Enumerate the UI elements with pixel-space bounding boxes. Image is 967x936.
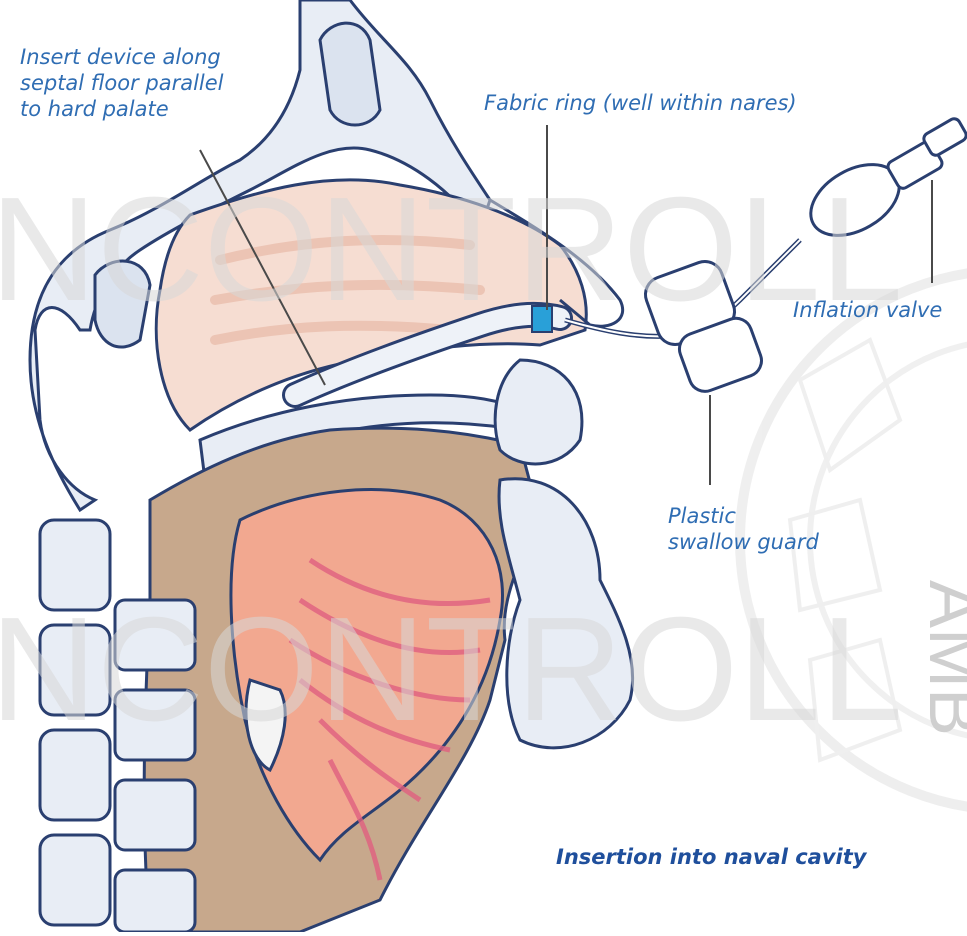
label-swallow-guard: Plastic swallow guard — [668, 503, 819, 555]
watermark-text-top: NCONTROLL — [0, 167, 903, 332]
label-fabric-ring: Fabric ring (well within nares) — [484, 90, 797, 116]
label-insert-device-line2: septal floor parallel — [20, 70, 224, 96]
label-swallow-guard-line2: swallow guard — [668, 529, 819, 555]
figure-caption: Insertion into naval cavity — [556, 845, 866, 869]
label-insert-device-line3: to hard palate — [20, 96, 224, 122]
label-insert-device: Insert device along septal floor paralle… — [20, 44, 224, 122]
watermark-text-bottom: NCONTROLL — [0, 587, 903, 752]
label-swallow-guard-line1: Plastic — [668, 503, 819, 529]
label-inflation-valve: Inflation valve — [793, 297, 942, 323]
upper-lip — [495, 360, 582, 464]
seal-watermark-text: AMB — [914, 580, 967, 736]
label-insert-device-line1: Insert device along — [20, 44, 224, 70]
